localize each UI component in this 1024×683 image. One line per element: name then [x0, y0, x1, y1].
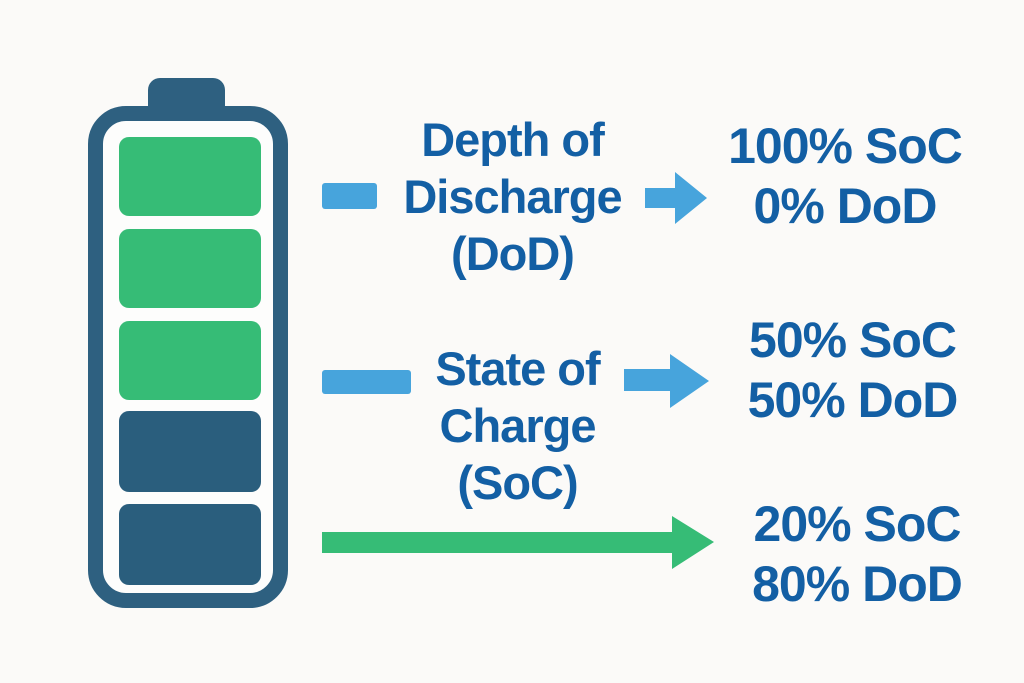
low-charge-soc: 20% SoC — [753, 496, 962, 552]
low-charge-dod: 80% DoD — [752, 556, 963, 612]
battery-segment-3 — [119, 321, 261, 400]
soc-connector-bar — [322, 370, 411, 394]
dod-label-line1: Depth of — [421, 113, 605, 166]
battery-segment-4 — [119, 411, 261, 492]
half-charge-soc: 50% SoC — [749, 312, 957, 368]
dod-label: Depth of Discharge (DoD) — [375, 111, 650, 282]
right-arrow-icon — [624, 354, 709, 408]
half-charge-values: 50% SoC 50% DoD — [720, 310, 985, 430]
full-charge-dod: 0% DoD — [753, 178, 938, 234]
soc-label-line3: (SoC) — [457, 456, 578, 509]
dod-connector-bar — [322, 183, 377, 209]
dod-label-line3: (DoD) — [451, 227, 575, 280]
full-charge-soc: 100% SoC — [728, 118, 963, 174]
full-charge-values: 100% SoC 0% DoD — [710, 116, 980, 236]
soc-label-line2: Charge — [439, 399, 597, 452]
green-long-right-arrow-icon — [322, 516, 714, 569]
battery-segment-5 — [119, 504, 261, 585]
dod-label-line2: Discharge — [403, 170, 622, 223]
battery-segment-1 — [119, 137, 261, 216]
half-charge-dod: 50% DoD — [747, 372, 959, 428]
low-charge-values: 20% SoC 80% DoD — [722, 494, 992, 614]
soc-label: State of Charge (SoC) — [385, 340, 650, 511]
battery-segment-2 — [119, 229, 261, 308]
soc-label-line1: State of — [435, 342, 600, 395]
right-arrow-icon — [645, 172, 707, 224]
